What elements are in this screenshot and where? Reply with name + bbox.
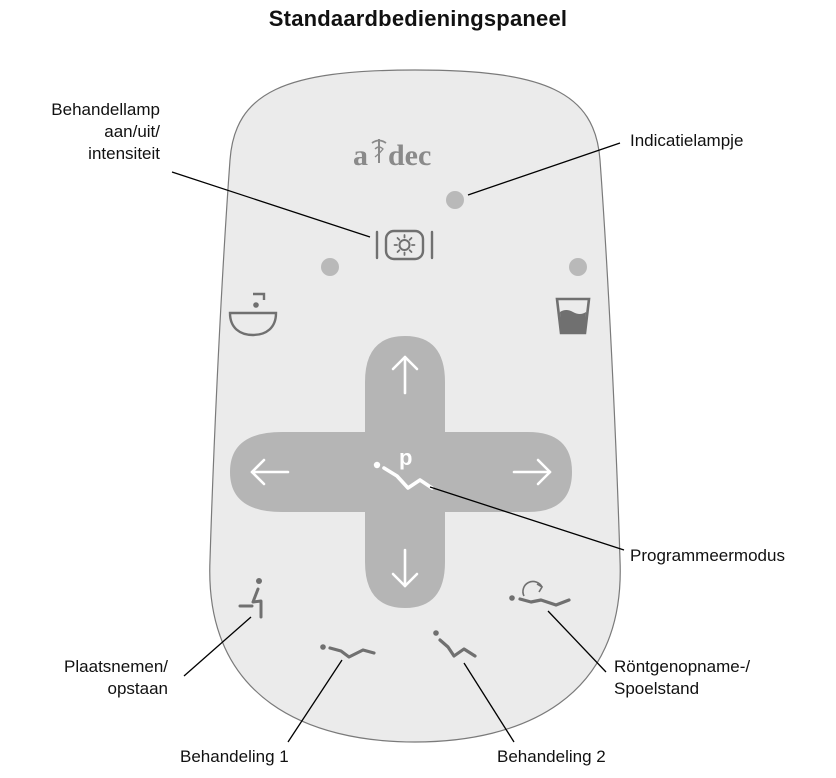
leader-lines [171, 142, 625, 743]
entry-exit-icon[interactable] [238, 578, 263, 619]
label-treatment-2: Behandeling 2 [497, 747, 606, 766]
leader-indicator [467, 142, 621, 196]
arrow-left-icon[interactable] [250, 458, 290, 486]
label-treatment-light: Behandellamp aan/uit/ intensiteit [51, 100, 160, 163]
leader-light [171, 171, 371, 238]
program-chair-icon[interactable]: p [373, 445, 434, 490]
label-program-mode: Programmeermodus [630, 546, 785, 565]
indicator-led [446, 191, 464, 209]
leader-pos2 [463, 662, 515, 743]
svg-text:p: p [399, 445, 412, 470]
arrow-up-icon[interactable] [391, 355, 419, 395]
leader-xray [547, 610, 607, 673]
label-entry-exit: Plaatsnemen/ opstaan [64, 657, 168, 698]
leader-program [429, 486, 625, 551]
label-xray-rinse: Röntgenopname-/ Spoelstand [614, 657, 751, 698]
logo-text-a: a [353, 139, 368, 172]
cuspidor-led [321, 258, 339, 276]
label-treatment-1: Behandeling 1 [180, 747, 289, 766]
chair-position-2-icon[interactable] [433, 630, 477, 658]
leader-pos1 [287, 659, 343, 743]
chair-position-1-icon[interactable] [320, 644, 376, 659]
leader-entry-exit [183, 616, 252, 677]
cuspidor-icon[interactable] [228, 292, 278, 337]
cup-fill-led [569, 258, 587, 276]
page-title: Standaardbedieningspaneel [268, 6, 568, 31]
adec-logo: a dec [353, 139, 431, 172]
arrow-down-icon[interactable] [391, 548, 419, 588]
arrow-right-icon[interactable] [512, 458, 552, 486]
cup-fill-icon[interactable] [555, 297, 591, 335]
label-indicator: Indicatielampje [630, 131, 744, 150]
caduceus-icon [371, 139, 387, 163]
logo-text-dec: dec [388, 139, 431, 172]
xray-rinse-icon[interactable] [509, 580, 571, 607]
dpad[interactable] [230, 336, 572, 608]
treatment-light-icon[interactable] [375, 229, 434, 261]
